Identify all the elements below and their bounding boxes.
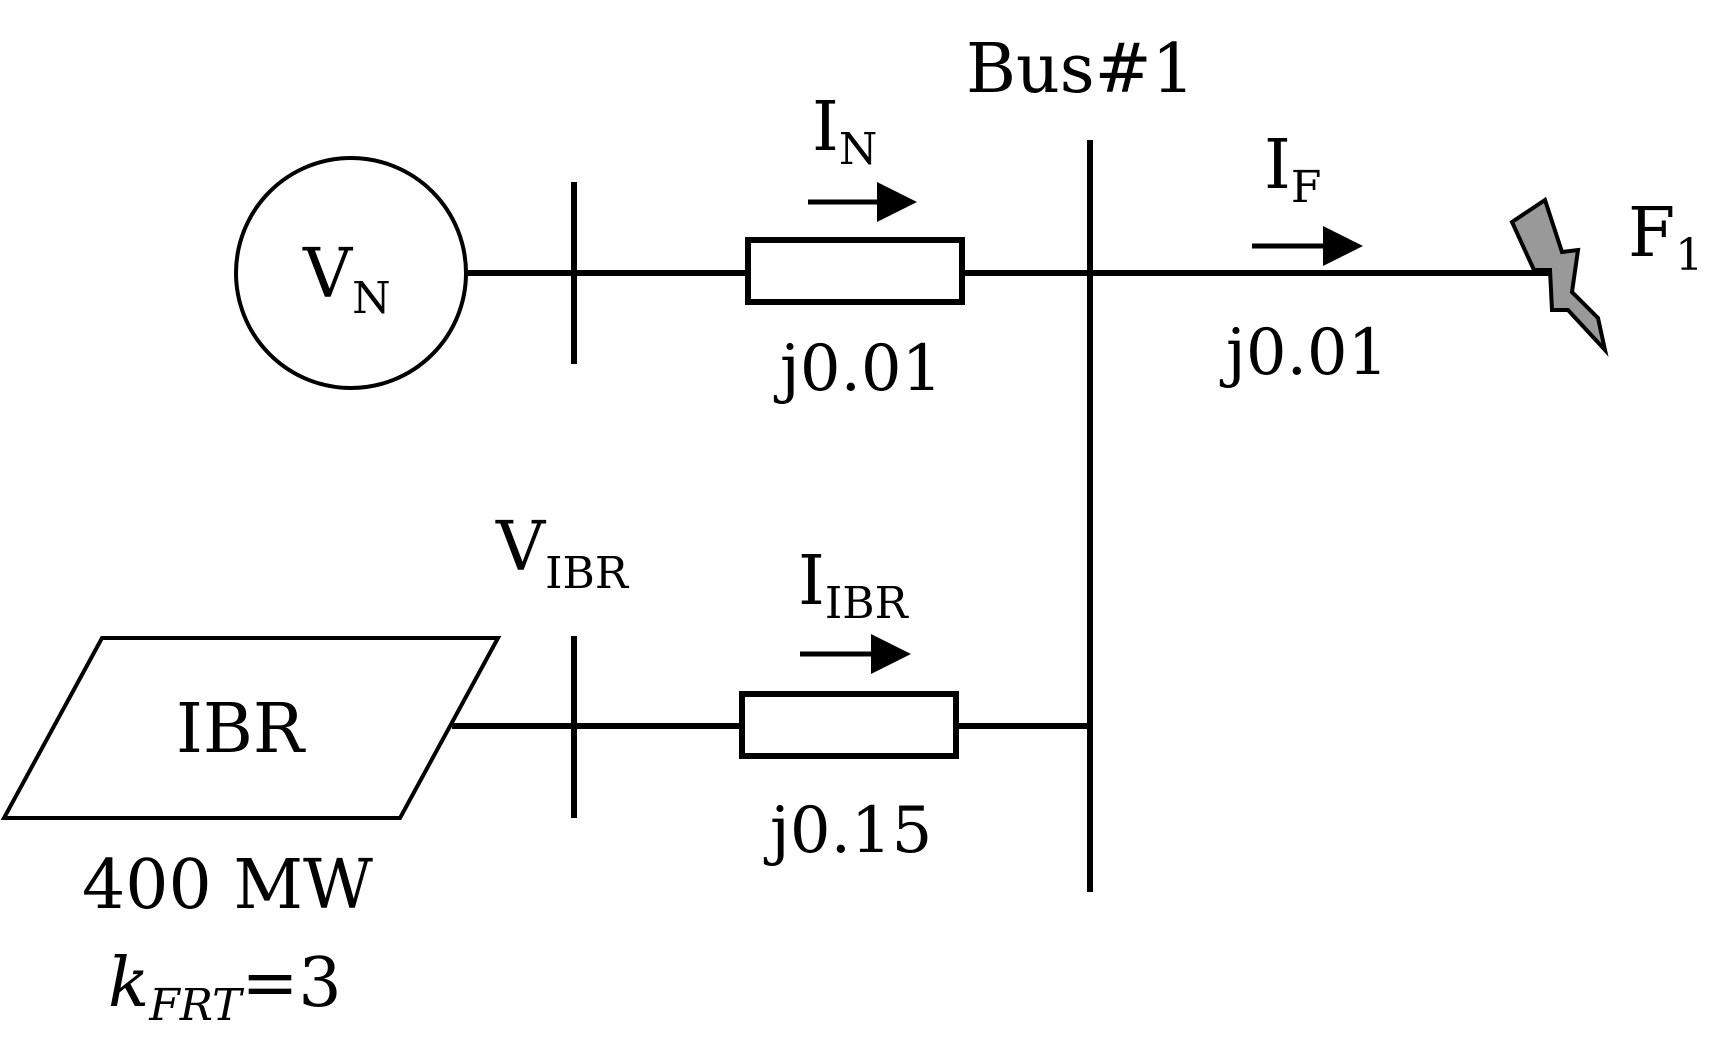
ibr-current-label: IIBR bbox=[798, 542, 910, 629]
fault-label: F1 bbox=[1628, 194, 1703, 281]
grid-source: VN bbox=[234, 156, 468, 390]
lightning-bolt-icon bbox=[1509, 196, 1609, 357]
fault-current-label: IF bbox=[1264, 126, 1321, 213]
ibr-impedance-label: j0.15 bbox=[763, 794, 932, 868]
grid-source-label: VN bbox=[302, 235, 391, 324]
ibr-impedance-box bbox=[739, 691, 959, 759]
grid-impedance-box bbox=[745, 237, 965, 305]
bus1-label: Bus#1 bbox=[966, 30, 1195, 109]
ibr-unit-label: IBR bbox=[176, 690, 306, 769]
ibr-unit-shape bbox=[0, 636, 502, 820]
grid-impedance-label: j0.01 bbox=[773, 332, 942, 406]
ibr-kfrt-label: kFRT=3 bbox=[108, 944, 342, 1031]
fault-line-impedance-label: j0.01 bbox=[1219, 316, 1388, 390]
ibr-rating-label: 400 MW bbox=[82, 846, 373, 925]
grid-current-label: IN bbox=[812, 88, 877, 175]
ibr-bus-voltage-label: VIBR bbox=[495, 508, 630, 599]
